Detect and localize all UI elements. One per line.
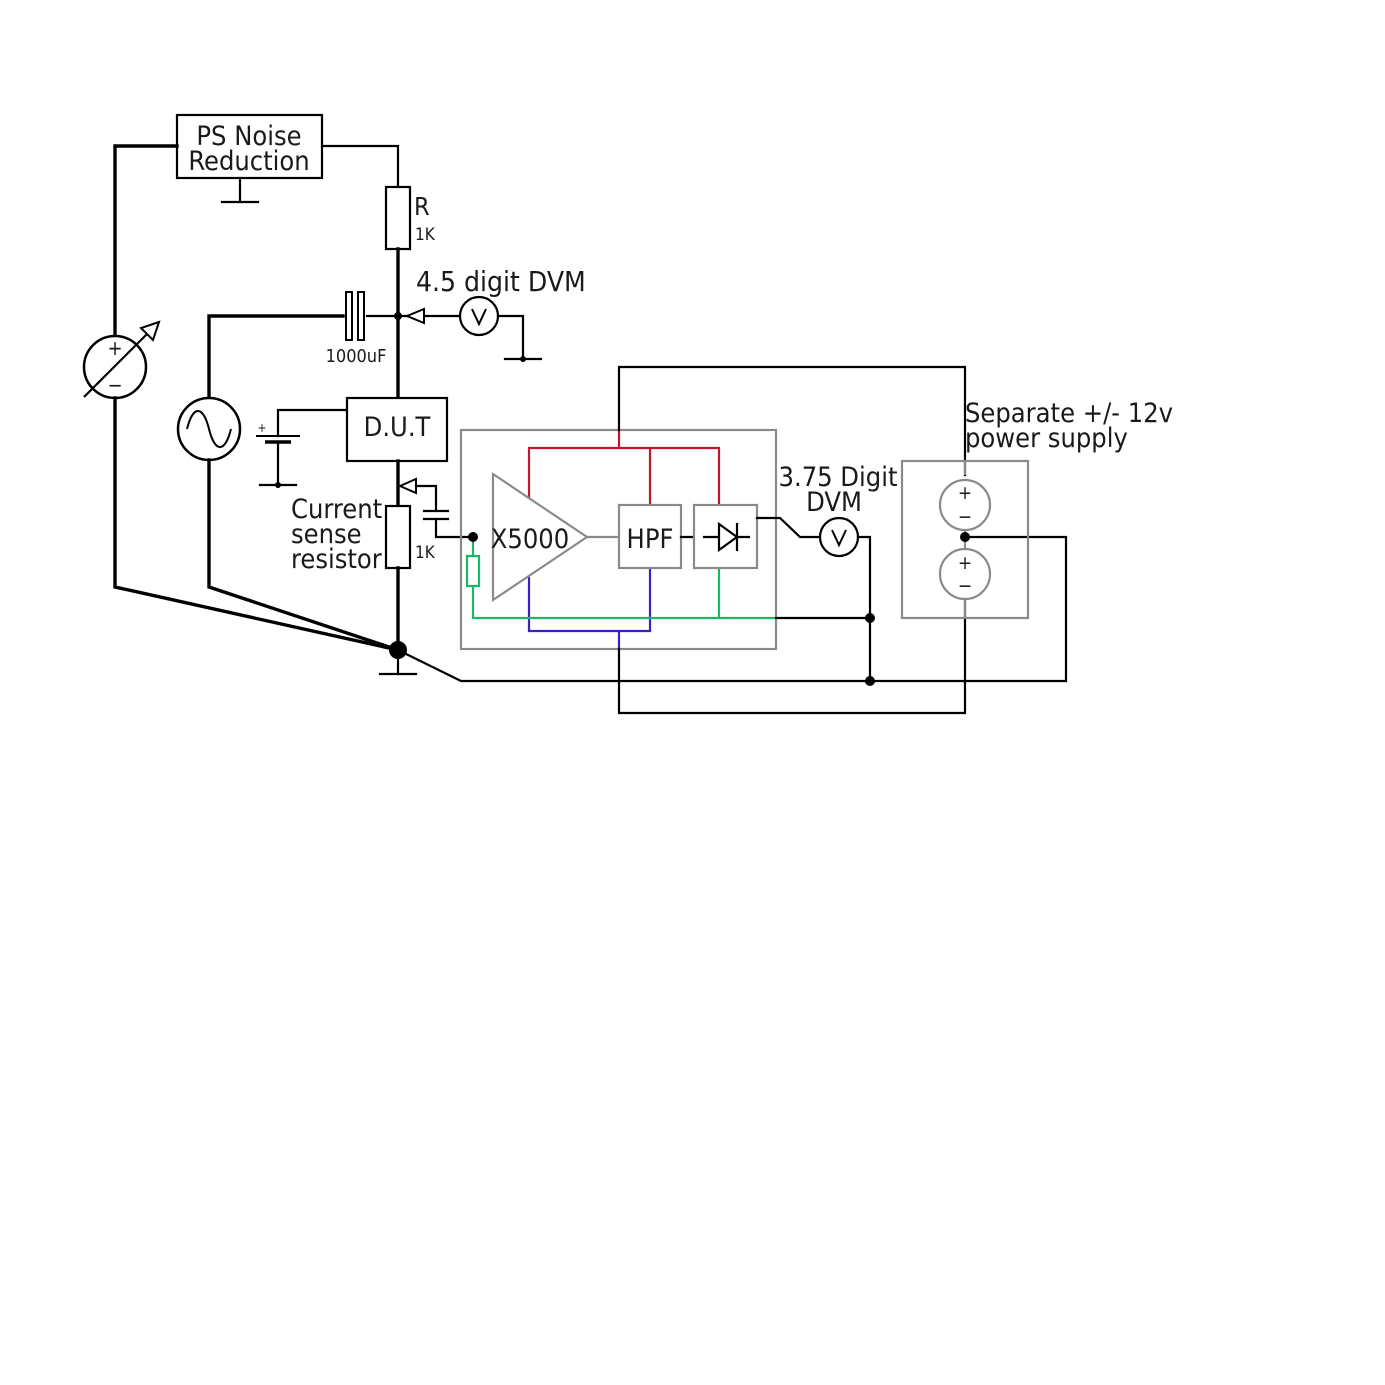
probe-arrow-icon — [404, 307, 425, 325]
current-sense-line2: sense — [291, 519, 362, 550]
hpf-block — [617, 503, 683, 570]
resistor-r: R 1K — [384, 185, 436, 251]
voltmeter-icon — [818, 516, 860, 558]
capacitor-1000uf: 1000uF — [207, 291, 400, 400]
capacitor-value: 1000uF — [326, 346, 387, 367]
voltmeter-icon — [458, 295, 500, 337]
battery: + — [256, 408, 349, 488]
resistor-icon — [384, 185, 412, 251]
dvm-375-line2: DVM — [806, 487, 862, 518]
wire-filter-to-r — [320, 144, 400, 189]
supply-label-line1: Separate +/- 12v — [965, 398, 1173, 429]
ps-noise-label-line1: PS Noise — [196, 121, 301, 152]
supply-top-minus: − — [958, 506, 972, 528]
supply-label-line2: power supply — [965, 423, 1128, 454]
dual-power-supply: + − + − Separate +/- 12v power supply — [900, 398, 1173, 620]
wire-positive-supply — [617, 365, 967, 477]
current-sense-line1: Current — [291, 494, 382, 525]
supply-bottom-plus: + — [958, 552, 972, 574]
resistor-r-name: R — [414, 192, 430, 221]
supply-top-plus: + — [958, 482, 972, 504]
resistor-icon — [465, 554, 481, 588]
diode-icon — [717, 521, 739, 553]
current-sense-resistor: 1K Current sense resistor — [291, 494, 436, 575]
dut-label: D.U.T — [364, 412, 431, 443]
amplifier-enclosure: X5000 HPF — [459, 428, 778, 651]
wire-negative-supply — [617, 596, 967, 715]
dc-source-plus: + — [107, 336, 122, 360]
wire-dc-source-return — [113, 396, 401, 653]
amplifier-icon — [491, 471, 589, 603]
ps-noise-reduction-block: PS Noise Reduction — [175, 113, 324, 204]
ac-source — [176, 396, 242, 462]
dvm-45: 4.5 digit DVM — [396, 265, 586, 362]
probe-arrow-icon — [397, 477, 417, 495]
wire-source-to-filter — [113, 144, 179, 338]
dc-source-minus: − — [107, 373, 122, 397]
hpf-label: HPF — [627, 524, 674, 555]
adjustable-dc-source: + − — [82, 320, 161, 400]
amplifier-label: X5000 — [491, 524, 569, 555]
resistor-r-value: 1K — [415, 225, 436, 245]
ps-noise-label-line2: Reduction — [188, 146, 309, 177]
dvm-45-label: 4.5 digit DVM — [416, 265, 586, 298]
battery-plus: + — [257, 421, 266, 435]
dc-source-icon — [938, 547, 992, 601]
wire-ground-to-supply — [396, 535, 1068, 683]
dut-block: D.U.T — [345, 396, 449, 463]
supply-bottom-minus: − — [958, 575, 972, 597]
capacitor-icon — [345, 291, 353, 341]
dvm-375-line1: 3.75 Digit — [779, 462, 898, 493]
current-sense-line3: resistor — [291, 544, 382, 575]
wire-ac-source-return — [207, 458, 401, 653]
resistor-icon — [384, 504, 412, 570]
dvm-375: 3.75 Digit DVM — [755, 462, 898, 686]
sense-resistor-value: 1K — [415, 543, 436, 563]
